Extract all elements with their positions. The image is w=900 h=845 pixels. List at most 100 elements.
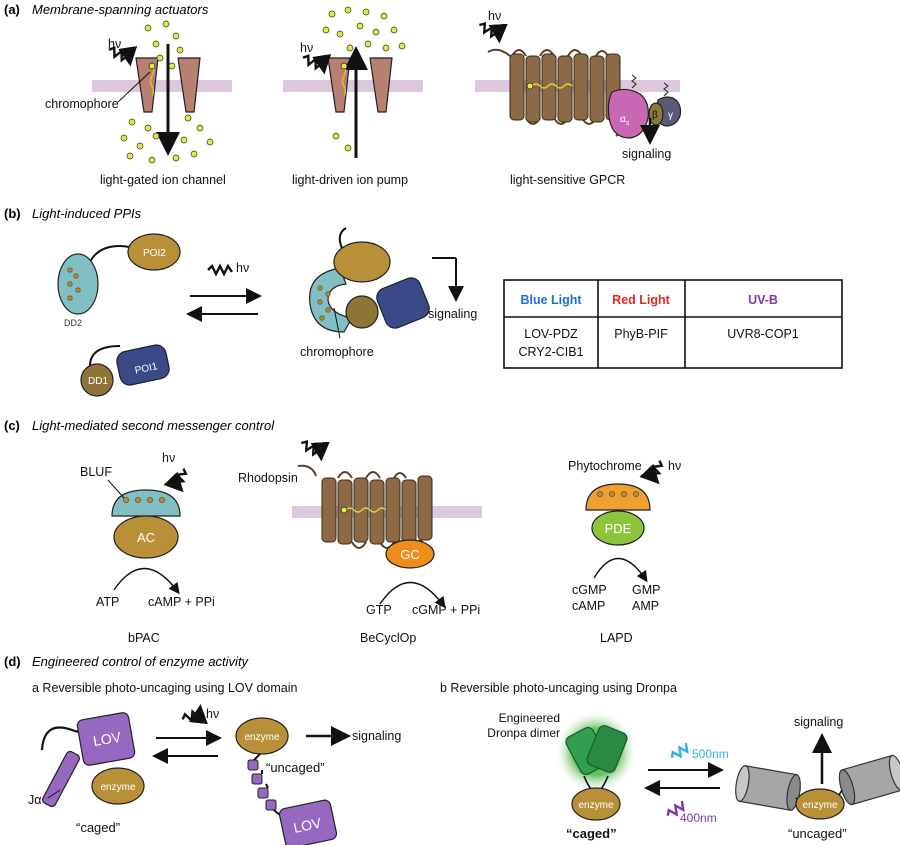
becyclop: GC Rhodopsin hν GTP cGMP + PPi BeCyclOp xyxy=(238,439,482,645)
ion xyxy=(162,20,170,28)
dd2-domain xyxy=(57,253,99,315)
product-label: AMP xyxy=(632,599,659,613)
lov-domain xyxy=(278,799,338,845)
poi1-label: POI1 xyxy=(134,361,159,377)
g-alpha-subunit xyxy=(607,88,649,139)
ac-label: AC xyxy=(137,530,155,545)
panel-c-title: Light-mediated second messenger control xyxy=(32,418,275,433)
uncaged-label: “uncaged” xyxy=(266,760,325,775)
ion xyxy=(344,144,352,152)
ion xyxy=(136,142,144,150)
ion xyxy=(172,32,180,40)
caption-bpac: bPAC xyxy=(128,631,160,645)
panel-c: (c) Light-mediated second messenger cont… xyxy=(4,418,681,645)
rhodopsin-label: Rhodopsin xyxy=(238,471,298,485)
dronpa-label: Engineered xyxy=(499,711,560,725)
light-wave-icon xyxy=(639,460,664,485)
signaling-label: signaling xyxy=(428,307,477,321)
lipid-anchor-icon xyxy=(631,74,637,89)
ion xyxy=(196,124,204,132)
subpanel-b-title: b Reversible photo-uncaging using Dronpa xyxy=(440,681,677,695)
panel-d: (d) Engineered control of enzyme activit… xyxy=(4,654,900,845)
linker xyxy=(89,244,135,263)
ion xyxy=(190,150,198,158)
g-alpha-label: αs xyxy=(620,114,630,127)
ion xyxy=(398,42,406,50)
ion xyxy=(382,44,390,52)
ion xyxy=(156,54,164,62)
ion xyxy=(176,46,184,54)
product-label: cAMP + PPi xyxy=(148,595,215,609)
bluf-pointer xyxy=(107,479,125,499)
ion xyxy=(356,22,364,30)
reaction-arrow xyxy=(379,581,446,609)
ion xyxy=(372,28,380,36)
lov-label: LOV xyxy=(92,728,123,749)
ion xyxy=(152,132,160,140)
ion xyxy=(328,10,336,18)
table-header-red: Red Light xyxy=(612,293,670,307)
table-cell: UVR8-COP1 xyxy=(727,327,799,341)
dronpa-caged: enzyme Engineered Dronpa dimer “caged” xyxy=(487,710,638,841)
transmembrane-helices xyxy=(321,475,433,545)
light-driven-ion-pump: hν light-driven ion pump xyxy=(283,6,423,187)
caged-label: “caged” xyxy=(566,826,617,841)
enzyme-domain xyxy=(91,767,145,805)
ion xyxy=(128,118,136,126)
ion xyxy=(380,12,388,20)
chromophore-beads xyxy=(597,490,640,497)
light-500nm-icon xyxy=(670,742,689,759)
light-wave-icon xyxy=(108,46,138,67)
dronpa-monomer xyxy=(735,765,801,811)
reaction-arrow xyxy=(113,567,180,595)
ion xyxy=(344,6,352,14)
dronpa-uncaged: enzyme signaling “uncaged” xyxy=(735,715,900,841)
table-frame xyxy=(503,279,843,369)
membrane xyxy=(92,80,232,92)
chromophore-label: chromophore xyxy=(45,97,119,111)
panel-b-letter: (b) xyxy=(4,206,21,221)
table-cell: CRY2-CIB1 xyxy=(518,345,583,359)
dronpa-monomer xyxy=(586,725,628,773)
lipid-anchor-icon xyxy=(663,82,669,97)
chromophore-pointer xyxy=(333,307,341,339)
ac-domain xyxy=(113,515,179,559)
ion xyxy=(362,8,370,16)
retinal-chain xyxy=(345,507,387,513)
nm500-label: 500nm xyxy=(692,747,729,761)
table-cell: PhyB-PIF xyxy=(614,327,668,341)
subpanel-a-title: a Reversible photo-uncaging using LOV do… xyxy=(32,681,297,695)
transmembrane-helices xyxy=(509,53,621,123)
bluf-domain xyxy=(111,489,181,517)
enzyme-domain xyxy=(571,787,621,821)
bluf-label: BLUF xyxy=(80,465,112,479)
extracellular-loops xyxy=(337,471,407,479)
helix xyxy=(525,55,541,123)
table-header-blue: Blue Light xyxy=(520,293,582,307)
helix xyxy=(509,53,525,121)
linker xyxy=(338,227,347,249)
ion xyxy=(168,62,176,70)
pde-label: PDE xyxy=(605,521,632,536)
reaction-arrow xyxy=(593,557,648,583)
pump-left-helix xyxy=(327,57,351,113)
light-wave-icon xyxy=(163,468,188,493)
panel-b-title: Light-induced PPIs xyxy=(32,206,142,221)
light-gated-ion-channel: hν chromophore xyxy=(45,20,232,187)
light-wave-icon xyxy=(207,263,233,277)
enzyme-label: enzyme xyxy=(244,732,279,743)
poi2-domain xyxy=(127,233,181,271)
enzyme-label: enzyme xyxy=(578,800,613,811)
panel-b: (b) Light-induced PPIs DD2 POI2 POI1 DD1… xyxy=(4,206,843,397)
n-terminus xyxy=(487,48,511,57)
chromophore-pointer xyxy=(117,71,151,103)
hv-label: hν xyxy=(300,41,313,55)
g-gamma-label: γ xyxy=(668,110,673,121)
ion xyxy=(390,26,398,34)
ion xyxy=(144,124,152,132)
light-wave-icon xyxy=(479,21,508,44)
light-sensitive-gpcr: hν αs β γ signaling light-sensitive GPCR xyxy=(475,9,682,187)
ja-label: Jα xyxy=(28,793,41,807)
chromophore-beads xyxy=(317,285,331,321)
